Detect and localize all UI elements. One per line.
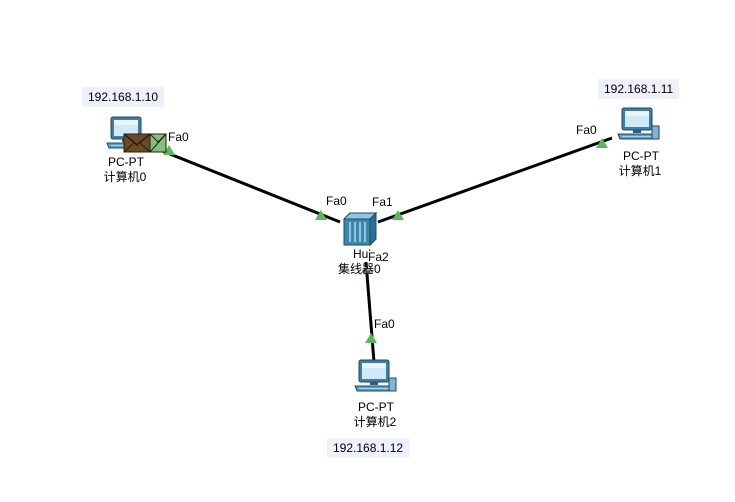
pc2-ip-label[interactable]: 192.168.1.12	[327, 438, 410, 458]
pc2-name-label[interactable]: 计算机2	[353, 415, 397, 429]
pc0-name-label[interactable]: 计算机0	[103, 170, 147, 184]
pc1-name-label[interactable]: 计算机1	[618, 164, 662, 178]
hub-port-fa2-label: Fa2	[368, 250, 389, 264]
link-status-hub-fa1	[392, 210, 404, 220]
pc1-port-label: Fa0	[576, 123, 597, 137]
hub-port-fa0-label: Fa0	[326, 194, 347, 208]
pc0-ip-label[interactable]: 192.168.1.10	[82, 87, 165, 107]
pc1-icon[interactable]	[617, 107, 660, 140]
pc1-ip-label[interactable]: 192.168.1.11	[598, 79, 680, 99]
link-status-hub-fa2	[361, 266, 371, 273]
pc2-port-label: Fa0	[374, 317, 395, 331]
pc2-icon[interactable]	[354, 359, 397, 392]
link-pc1-hub[interactable]	[377, 136, 613, 224]
pc2-model-label: PC-PT	[358, 400, 394, 414]
envelope-icon[interactable]	[123, 133, 167, 153]
hub-port-fa1-label: Fa1	[372, 195, 393, 209]
link-pc2-hub[interactable]	[364, 261, 376, 363]
hub-name-label[interactable]: 集线器0	[338, 262, 381, 276]
link-status-pc1-fa0	[596, 138, 608, 148]
link-status-hub-fa0	[315, 210, 327, 220]
link-pc0-hub[interactable]	[154, 146, 341, 224]
link-status-pc2-fa0	[365, 333, 377, 343]
pc1-model-label: PC-PT	[623, 149, 659, 163]
pc0-port-label: Fa0	[168, 130, 189, 144]
hub-icon[interactable]	[343, 212, 377, 246]
pc0-model-label: PC-PT	[108, 155, 144, 169]
